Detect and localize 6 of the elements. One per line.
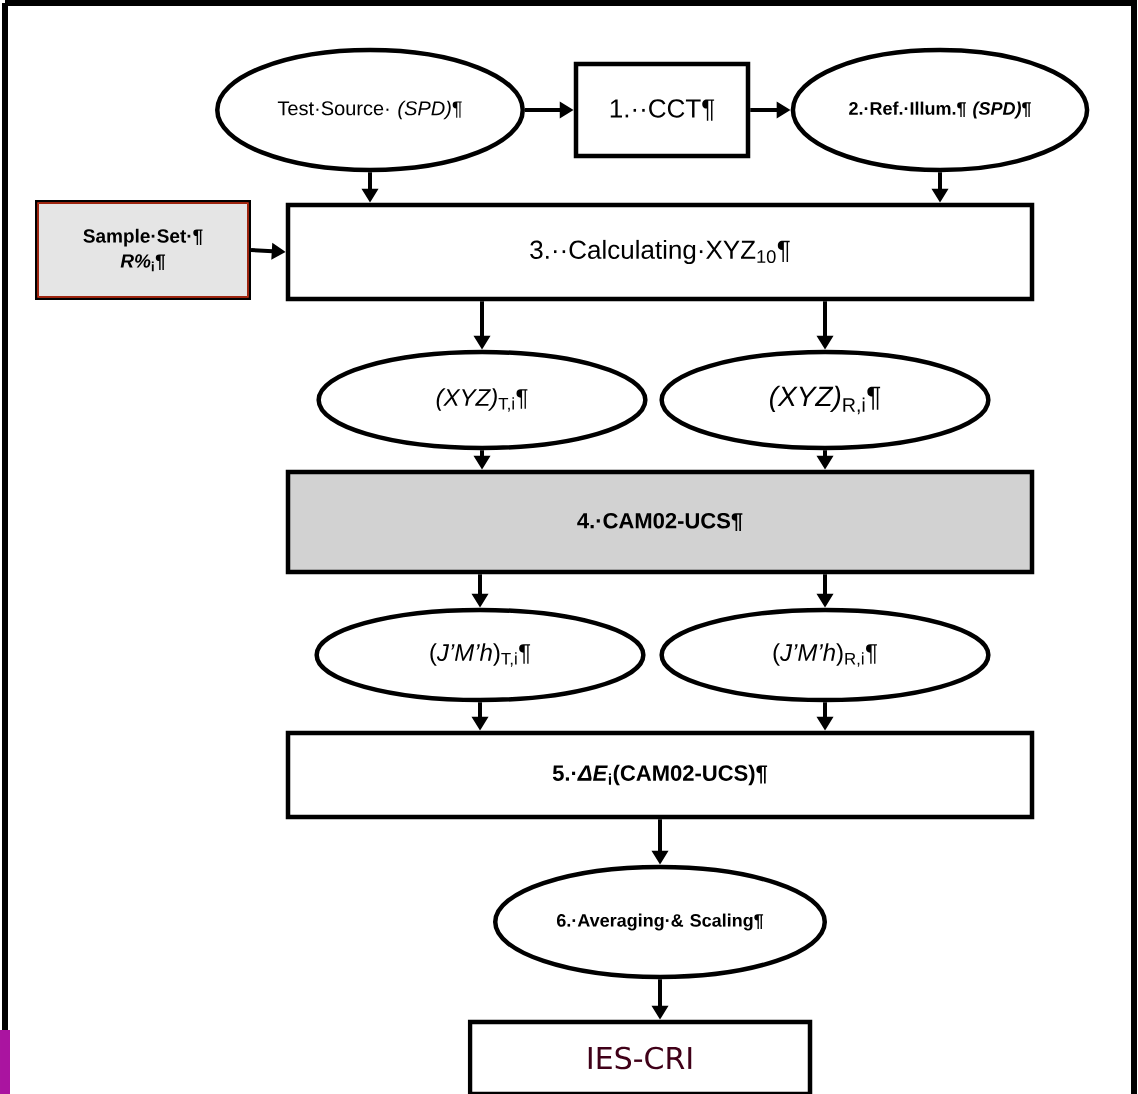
result-box: IES-CRI: [467, 1019, 813, 1094]
process-box: 4.·CAM02-UCS¶: [285, 469, 1035, 575]
input-box: Sample·Set·¶ R%$_{i}$¶: [35, 200, 251, 300]
process-box: 1.··CCT¶: [573, 61, 751, 159]
process-box: 3.··Calculating·XYZ$_{10}$¶: [285, 202, 1035, 302]
process-box: 5.·ΔE$_{i}$(CAM02-UCS)¶: [285, 730, 1035, 820]
